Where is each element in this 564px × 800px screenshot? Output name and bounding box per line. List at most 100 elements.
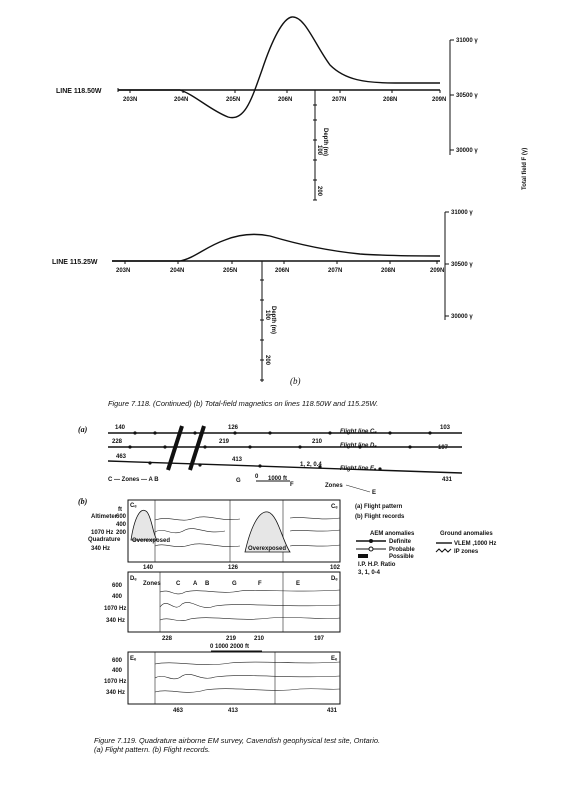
depth-tick: 200 [316,186,322,197]
fiducial-label: 103 [440,425,451,431]
scale-zero: 0 [255,474,259,480]
station-label: 209N [432,97,446,103]
station-label: 207N [328,268,342,274]
fid-d: 219 [226,636,237,642]
flight-line-label-c: Flight line Cₑ [340,429,377,435]
fid-e: 413 [228,708,239,714]
record-trace [154,661,341,665]
field-tick: 31000 γ [451,210,473,216]
legend-item: (b) Flight records [355,514,405,520]
ratio-vals: 3, 1, 0-4 [358,570,381,576]
overexposed-label-1: Overexposed [132,538,170,544]
ft-label: ft [118,507,122,513]
alt-tick: 400 [112,594,123,600]
caption-fig-119-line1: Figure 7.119. Quadrature airborne EM sur… [94,736,381,745]
fid-d: 228 [162,636,173,642]
depth-axis-label: Depth (m) [270,306,276,334]
record-frame-d [127,571,341,633]
fid-e: 431 [327,708,338,714]
record-name-d: Dₑ [331,576,338,582]
station-label: 204N [174,97,188,103]
fid-e: 463 [173,708,184,714]
station-label: 207N [332,97,346,103]
fiducial-label: 463 [116,454,127,460]
record-name-e: Eₑ [331,656,338,662]
record-name-c-left: Cₑ [130,503,137,509]
aem-title: AEM anomalies [370,531,415,537]
fiducial-label: 219 [219,439,230,445]
zone-row-item: A [193,581,198,587]
station-label: 205N [226,97,240,103]
profile-line-115-25w: LINE 115.25W 203N 204N 205N 206N 207N 20… [52,210,473,386]
station-label: 208N [383,97,397,103]
field-tick: 30000 γ [456,148,478,154]
anomaly-ids: 1, 2, 0.4 [300,462,322,468]
fiducial-label: 126 [228,425,239,431]
record-name-d-left: Dₑ [130,576,137,582]
zone-e: E [372,490,376,496]
record-frame-e [127,651,341,705]
record-trace [159,602,341,608]
record-frame-c [127,499,341,563]
magnetic-profile-curve-1 [118,16,440,119]
caption-fig-119-line2: (a) Flight pattern. (b) Flight records. [94,745,211,754]
fiducial-label: 228 [112,439,123,445]
station-label: 205N [223,268,237,274]
depth-tick: 100 [316,145,322,156]
zones-row-label: Zones [143,581,161,587]
fid-c: 102 [330,565,341,571]
quadrature-label: Quadrature [88,537,121,543]
record-trace [154,528,341,534]
fiducial-label: 140 [115,425,126,431]
panel-letter-b: (b) [290,376,301,386]
legend-possible-mark [358,554,368,558]
flight-records-panel: (b) Cₑ Cₑ ft Altimeter 600 400 200 1070 … [78,497,341,714]
ground-item: VLEM ,1000 Hz [454,541,496,547]
scale-label: 1000 ft [268,476,287,482]
aem-item: Possible [389,554,414,560]
zone-row-item: B [205,581,210,587]
field-axis-label: Total field F (γ) [522,148,528,190]
zone-g: G [236,478,241,484]
fiducial-label: 431 [442,477,453,483]
station-label: 203N [123,97,137,103]
overexposed-label-2: Overexposed [248,546,286,552]
alt-tick: 600 [116,514,127,520]
ground-item: IP zones [454,549,479,555]
magnetic-profile-curve-2 [112,233,441,262]
flight-line-label-e: Flight line Eₑ [340,466,377,472]
inphase-label: 1070 Hz [104,679,126,685]
fiducial-label: 210 [312,439,323,445]
hz340-label: 340 Hz [106,618,125,624]
alt-tick: 400 [112,668,123,674]
zone-bar-a [166,425,184,471]
aem-item: Probable [389,547,415,553]
zone-f: F [290,482,294,488]
record-trace [154,516,341,521]
ratio-row: I.P. H.P. Ratio [358,562,396,568]
overexposed-area-2 [244,511,291,553]
aem-item: Definite [389,539,412,545]
zones-label: C — Zones — A B [108,477,159,483]
record-trace [154,688,341,693]
depth-axis-label: Depth (m) [322,128,328,156]
flight-markers [128,431,432,471]
fid-d: 210 [254,636,265,642]
record-trace [159,589,341,595]
profile-line-118-50w: LINE 118.50W 203N 204N 205N 206N 207N 20… [56,16,478,201]
line-label-1: LINE 118.50W [56,88,102,95]
record-trace [154,543,341,548]
inphase-label: 1070 Hz [104,606,126,612]
alt-tick: 600 [112,658,123,664]
depth-tick: 200 [264,355,270,366]
legend-item: (a) Flight pattern [355,504,403,510]
zone-row-item: F [258,581,262,587]
zones-short: Zones [325,483,343,489]
inphase-label: 1070 Hz [91,530,113,536]
zone-row-item: G [232,581,237,587]
caption-fig-118: Figure 7.118. (Continued) (b) Total-fiel… [108,399,379,408]
overexposed-area-1 [130,509,158,541]
zone-bar-b [188,425,206,471]
station-label: 204N [170,268,184,274]
